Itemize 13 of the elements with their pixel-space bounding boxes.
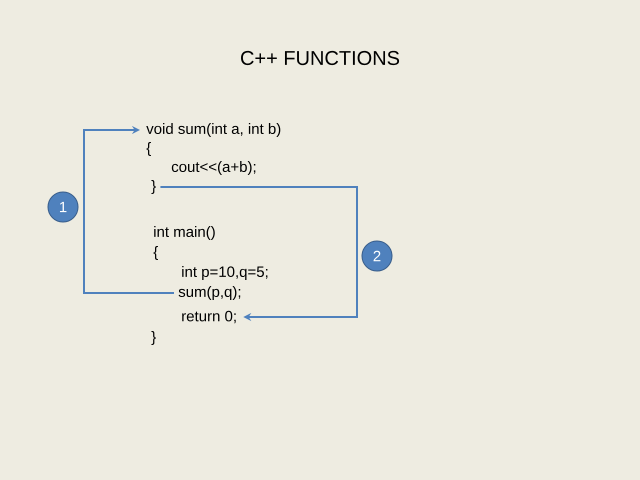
code-line: cout<<(a+b); bbox=[172, 161, 256, 175]
code-line: sum(p,q); bbox=[178, 286, 240, 300]
code-line: void sum(int a, int b) bbox=[146, 123, 280, 137]
code-line: { bbox=[146, 142, 151, 156]
code-line: { bbox=[153, 246, 158, 260]
title: C++ FUNCTIONS bbox=[241, 50, 400, 66]
code-line: } bbox=[151, 180, 156, 194]
code-line: int main() bbox=[154, 226, 215, 240]
arrow bbox=[160, 186, 358, 322]
code-line: int p=10,q=5; bbox=[182, 266, 268, 280]
arrow bbox=[83, 126, 174, 294]
code-line: } bbox=[151, 331, 156, 345]
code-line: return 0; bbox=[182, 310, 236, 324]
